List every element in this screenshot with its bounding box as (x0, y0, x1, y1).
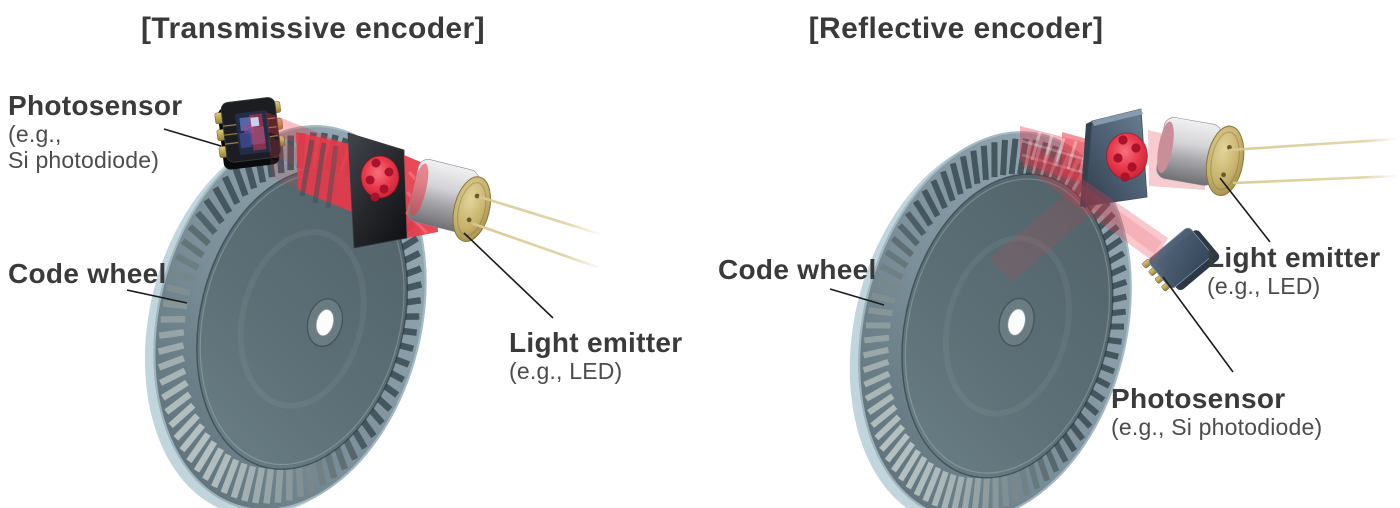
led-leads-left (472, 195, 602, 269)
leader-line-code-wheel-right (829, 288, 885, 306)
leader-line-photosensor-right (1162, 276, 1234, 373)
label-photosensor-left: Photosensor (e.g., Si photodiode) (8, 90, 182, 173)
label-photosensor-right: Photosensor (e.g., Si photodiode) (1111, 383, 1322, 440)
light-emitter-right-label: Light emitter (1207, 242, 1381, 273)
led-left (407, 159, 492, 242)
label-light-emitter-left: Light emitter (e.g., LED) (509, 327, 682, 384)
code-wheel-left-label: Code wheel (8, 258, 167, 289)
leader-line-photosensor-left (163, 128, 222, 147)
photosensor-right-sub: (e.g., Si photodiode) (1111, 414, 1323, 440)
photosensor-chip-left (214, 97, 286, 170)
left-panel-title: [Transmissive encoder] (141, 12, 485, 45)
leader-line-light-emitter-left (463, 232, 554, 319)
light-emitter-right-sub: (e.g., LED) (1207, 273, 1321, 299)
light-beam-reflected-right (1022, 144, 1168, 262)
led-right (1156, 117, 1245, 196)
photosensor-right-label: Photosensor (1111, 383, 1286, 414)
transmissive-encoder-figure (126, 97, 602, 508)
label-code-wheel-left: Code wheel (8, 258, 167, 289)
reflective-encoder-figure (829, 108, 1399, 508)
led-leads-right (1228, 137, 1399, 185)
emitter-aperture-right (1106, 132, 1148, 182)
led-flange (1205, 125, 1245, 196)
light-emitter-left-sub: (e.g., LED) (509, 358, 623, 384)
code-wheel-right-label: Code wheel (718, 254, 877, 285)
light-beam-through-wheel (296, 132, 352, 212)
label-code-wheel-right: Code wheel (718, 254, 877, 285)
light-emitter-left-label: Light emitter (509, 327, 683, 358)
photosensor-left-sub1: (e.g., (8, 121, 62, 147)
photosensor-left-sub2: Si photodiode) (8, 147, 160, 173)
leader-line-code-wheel-left (126, 289, 188, 304)
photosensor-left-label: Photosensor (8, 90, 183, 121)
emitter-aperture-left (360, 155, 400, 202)
code-wheel-right (849, 131, 1132, 508)
label-light-emitter-right: Light emitter (e.g., LED) (1207, 242, 1380, 299)
photosensor-chip-right (1142, 227, 1220, 292)
right-panel-title: [Reflective encoder] (808, 12, 1104, 45)
leader-line-light-emitter-right (1219, 177, 1271, 243)
